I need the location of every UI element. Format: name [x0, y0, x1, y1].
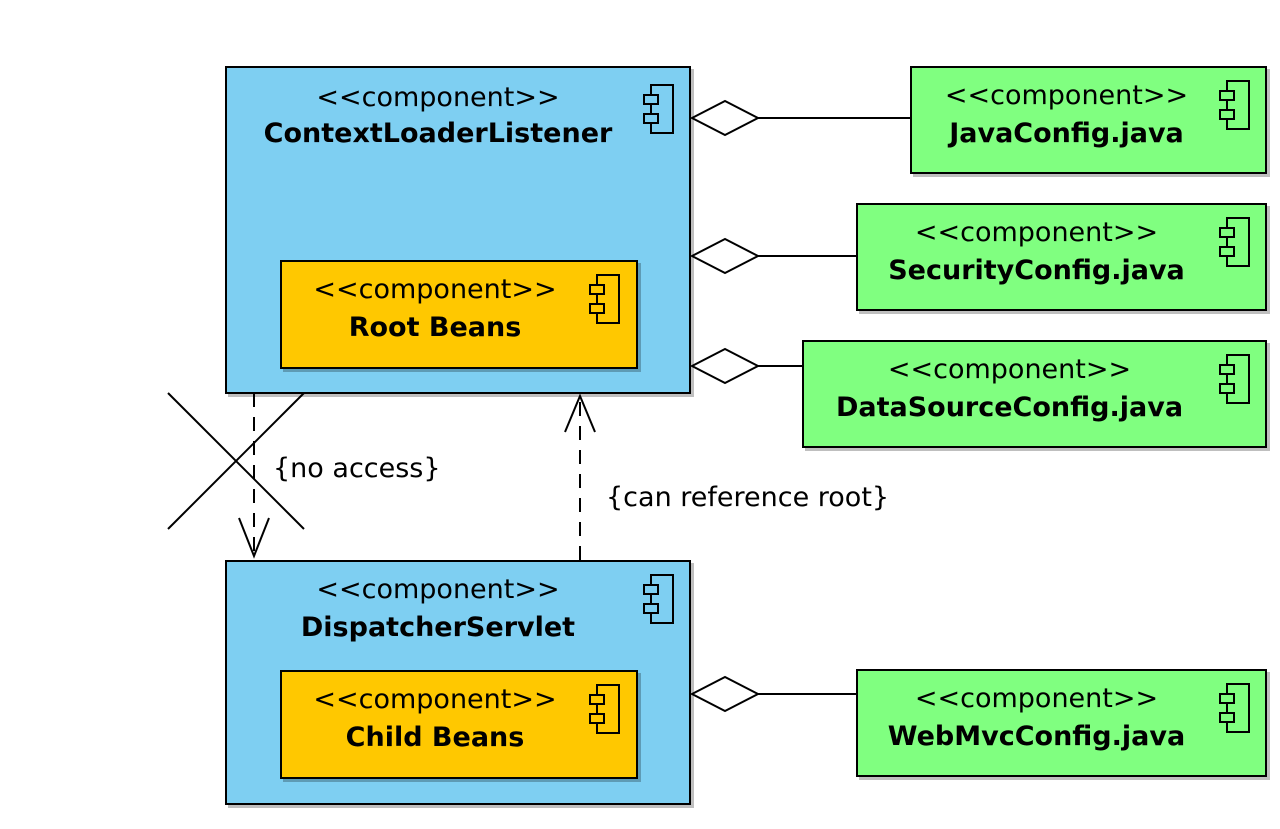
component-name: SecurityConfig.java — [888, 255, 1185, 286]
component-stereotype: <<component>> — [944, 80, 1189, 111]
component-name: DataSourceConfig.java — [835, 392, 1184, 423]
webmvc-config-component[interactable]: <<component>> WebMvcConfig.java — [856, 669, 1267, 777]
component-stereotype: <<component>> — [887, 354, 1132, 385]
component-name: DispatcherServlet — [300, 612, 576, 643]
component-icon — [589, 684, 620, 734]
component-stereotype: <<component>> — [313, 274, 557, 305]
cross-mark — [167, 392, 305, 530]
component-stereotype: <<component>> — [914, 683, 1159, 714]
aggregation-datasource-config — [689, 347, 802, 385]
component-icon — [643, 574, 674, 624]
dependency-can-reference-root — [564, 393, 596, 560]
dependency-no-access — [238, 393, 270, 559]
component-name: JavaConfig.java — [949, 118, 1184, 149]
note-no-access: {no access} — [273, 453, 441, 484]
component-icon — [1219, 354, 1250, 404]
aggregation-webmvc-config — [689, 675, 856, 713]
component-name: Root Beans — [348, 312, 522, 343]
component-icon — [1219, 217, 1250, 267]
component-stereotype: <<component>> — [914, 217, 1159, 248]
component-stereotype: <<component>> — [313, 684, 557, 715]
java-config-component[interactable]: <<component>> JavaConfig.java — [910, 66, 1267, 174]
component-stereotype: <<component>> — [316, 574, 560, 605]
note-can-reference-root: {can reference root} — [606, 482, 890, 513]
component-name: WebMvcConfig.java — [887, 721, 1186, 752]
aggregation-java-config — [689, 99, 910, 137]
component-name: ContextLoaderListener — [263, 118, 613, 149]
component-icon — [1219, 683, 1250, 733]
datasource-config-component[interactable]: <<component>> DataSourceConfig.java — [802, 340, 1267, 448]
dispatcher-servlet-component[interactable]: <<component>> DispatcherServlet <<compon… — [225, 560, 691, 805]
component-name: Child Beans — [345, 722, 525, 753]
component-icon — [1219, 80, 1250, 130]
component-stereotype: <<component>> — [316, 82, 560, 113]
security-config-component[interactable]: <<component>> SecurityConfig.java — [856, 203, 1267, 311]
component-icon — [643, 84, 674, 134]
root-beans-component[interactable]: <<component>> Root Beans — [280, 260, 638, 369]
child-beans-component[interactable]: <<component>> Child Beans — [280, 670, 638, 779]
context-loader-listener-component[interactable]: <<component>> ContextLoaderListener <<co… — [225, 66, 691, 394]
aggregation-security-config — [689, 237, 856, 275]
component-icon — [589, 274, 620, 324]
